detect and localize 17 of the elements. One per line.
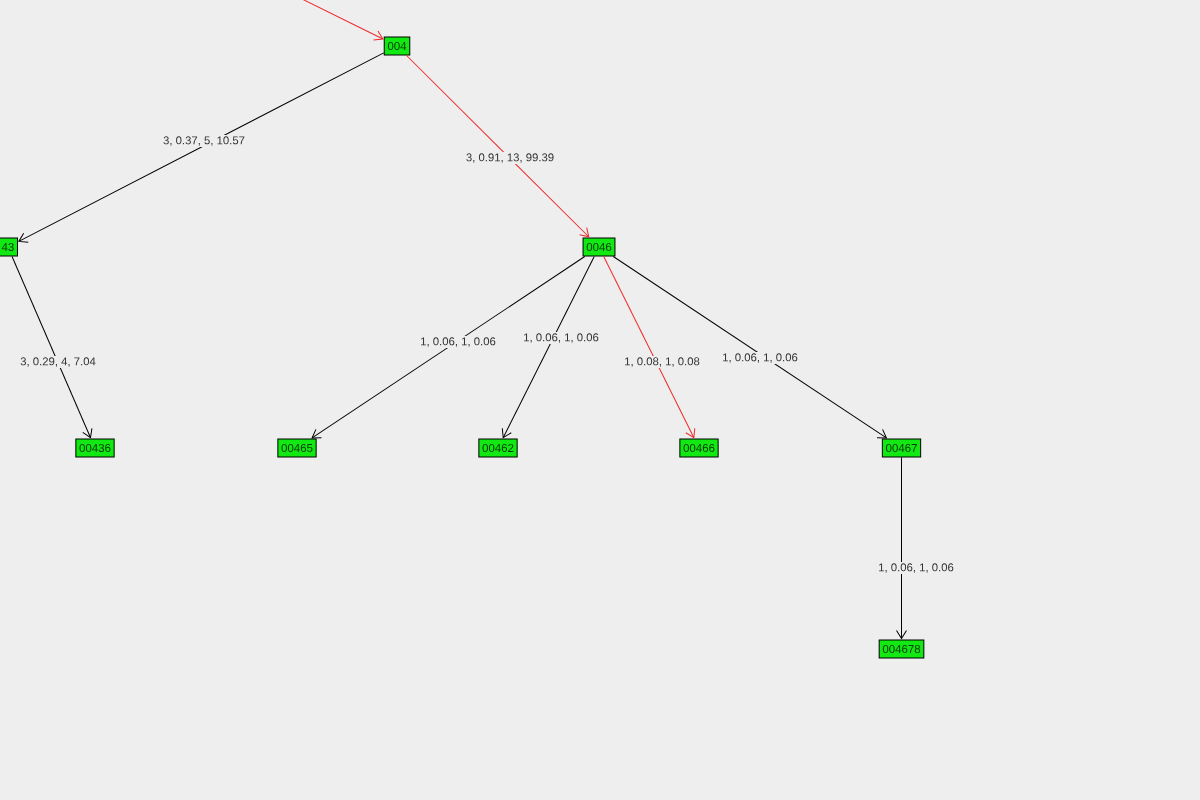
arrow [603, 256, 696, 439]
tree-node-box: 0046 [582, 237, 616, 257]
arrow [501, 256, 595, 439]
arrow [18, 52, 385, 243]
tree-node-box: 004 [383, 36, 411, 56]
tree-node-box: 43 [0, 237, 18, 257]
arrow [406, 55, 590, 238]
tree-node-box: 00462 [478, 438, 518, 458]
tree-node-box: 00436 [75, 438, 115, 458]
arrow [612, 256, 887, 439]
tree-node-box: 00465 [277, 438, 317, 458]
arrow [11, 256, 93, 439]
tree-node-box: 004678 [878, 639, 925, 659]
tree-node-box: 00467 [881, 438, 922, 458]
tree-node-box: 00466 [679, 438, 719, 458]
arrow [896, 457, 907, 640]
arrow [311, 256, 586, 439]
